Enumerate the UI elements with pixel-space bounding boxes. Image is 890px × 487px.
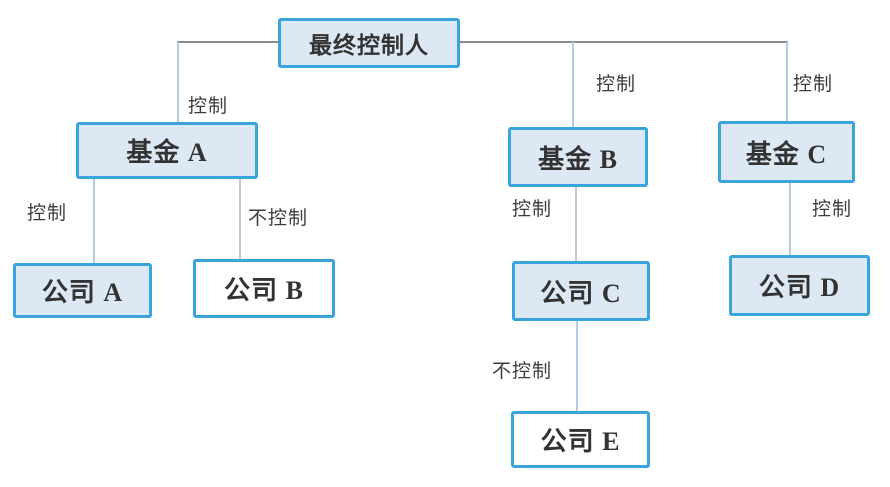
connector-company-c-company-e	[576, 320, 578, 411]
edge-label-fund-b-company-c: 控制	[512, 199, 553, 220]
node-fund-a: 基金 A	[76, 122, 258, 179]
connector-ultimate-fund-b	[572, 42, 574, 127]
node-company-b-label: 公司 B	[224, 276, 304, 305]
node-fund-b-label: 基金 B	[538, 144, 618, 174]
node-company-e: 公司 E	[511, 411, 650, 468]
edge-label-fund-a-company-a: 控制	[27, 203, 68, 224]
node-ultimate-controller: 最终控制人	[278, 18, 460, 68]
edge-label-ultimate-fund-b: 控制	[596, 74, 637, 95]
connector-fund-a-company-b	[239, 179, 241, 259]
connector-fund-a-company-a	[93, 179, 95, 263]
edge-label-company-c-company-e: 不控制	[492, 361, 553, 382]
node-company-e-label: 公司 E	[540, 427, 621, 456]
node-company-a: 公司 A	[13, 263, 152, 318]
node-fund-a-label: 基金 A	[126, 138, 208, 167]
node-ultimate-controller-label: 最终控制人	[309, 33, 429, 58]
edge-label-fund-c-company-d: 控制	[812, 199, 853, 220]
connector-ultimate-fund-a	[177, 42, 179, 122]
node-company-b: 公司 B	[193, 259, 335, 318]
connector-trunk-left	[177, 41, 280, 43]
node-fund-c-label: 基金 C	[745, 139, 828, 169]
edge-label-ultimate-fund-c: 控制	[793, 74, 834, 95]
edge-label-fund-a-company-b: 不控制	[248, 208, 309, 229]
connector-fund-b-company-c	[575, 186, 577, 261]
node-company-d-label: 公司 D	[758, 273, 841, 302]
node-company-c: 公司 C	[512, 261, 650, 321]
node-company-d: 公司 D	[729, 255, 870, 316]
node-fund-c: 基金 C	[718, 121, 855, 183]
node-company-c-label: 公司 C	[540, 278, 622, 308]
connector-fund-c-company-d	[789, 182, 791, 255]
connector-trunk-right	[458, 41, 788, 43]
connector-ultimate-fund-c	[786, 42, 788, 121]
node-company-a-label: 公司 A	[41, 278, 124, 307]
node-fund-b: 基金 B	[508, 127, 648, 187]
edge-label-ultimate-fund-a: 控制	[188, 96, 229, 117]
